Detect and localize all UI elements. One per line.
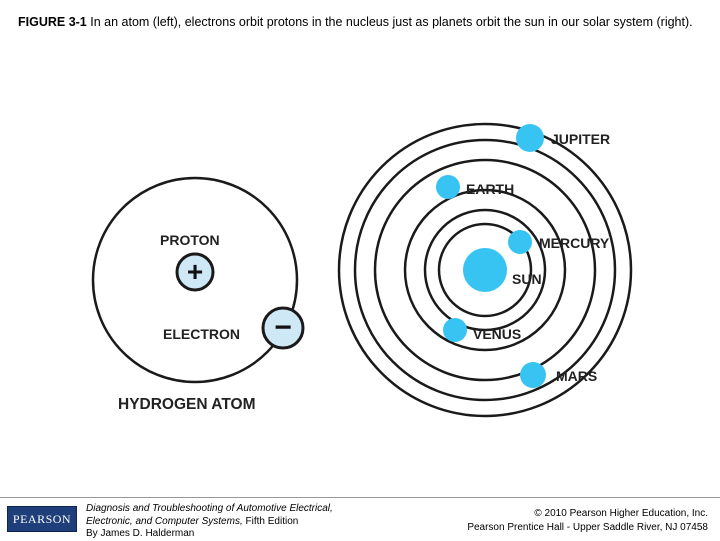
orbit-jupiter [337, 122, 633, 418]
electron-orbit [91, 176, 299, 384]
proton-circle [175, 252, 215, 292]
orbit-venus [403, 188, 567, 352]
electron-circle [261, 306, 305, 350]
hydrogen-atom: + − PROTON ELECTRON HYDROGEN ATOM [91, 176, 305, 413]
atom-solar-system-diagram: + − PROTON ELECTRON HYDROGEN ATOM SUN ME… [91, 122, 633, 418]
caption-text: In an atom (left), electrons orbit proto… [86, 15, 693, 29]
figure-label: FIGURE 3-1 [18, 15, 87, 29]
electron-symbol: − [274, 311, 292, 344]
electron-label: ELECTRON [163, 326, 240, 342]
hydrogen-atom-title: HYDROGEN ATOM [118, 396, 256, 413]
book-author: By James D. Halderman [86, 528, 195, 539]
copyright-text: © 2010 Pearson Higher Education, Inc. [534, 508, 708, 519]
pearson-logo: PEARSON [7, 506, 77, 532]
publisher-text: Pearson Prentice Hall - Upper Saddle Riv… [467, 522, 708, 533]
sun-label: SUN [512, 271, 542, 287]
planet-jupiter [516, 124, 544, 152]
sun [463, 248, 507, 292]
proton-label: PROTON [160, 232, 220, 248]
book-title-line-2: Electronic, and Computer Systems, [86, 515, 243, 527]
book-edition: Fifth Edition [242, 515, 299, 527]
orbit-mercury [423, 208, 547, 332]
figure-caption: FIGURE 3-1 In an atom (left), electrons … [18, 14, 708, 30]
mars-label: MARS [556, 368, 597, 384]
orbit-inner [437, 222, 533, 318]
planet-earth [436, 175, 460, 199]
footer-divider [0, 497, 720, 498]
orbit-mars [353, 138, 617, 402]
jupiter-label: JUPITER [551, 131, 610, 147]
copyright-block: © 2010 Pearson Higher Education, Inc. Pe… [388, 507, 708, 535]
planet-mars [520, 362, 546, 388]
book-info: Diagnosis and Troubleshooting of Automot… [86, 503, 416, 541]
book-title-line-1: Diagnosis and Troubleshooting of Automot… [86, 503, 333, 514]
earth-label: EARTH [466, 181, 514, 197]
orbit-earth [373, 158, 597, 382]
solar-system: SUN MERCURY VENUS EARTH MARS JUPITER [337, 122, 633, 418]
mercury-label: MERCURY [539, 235, 610, 251]
proton-symbol: + [187, 256, 203, 287]
venus-label: VENUS [473, 326, 521, 342]
planet-venus [443, 318, 467, 342]
planet-mercury [508, 230, 532, 254]
